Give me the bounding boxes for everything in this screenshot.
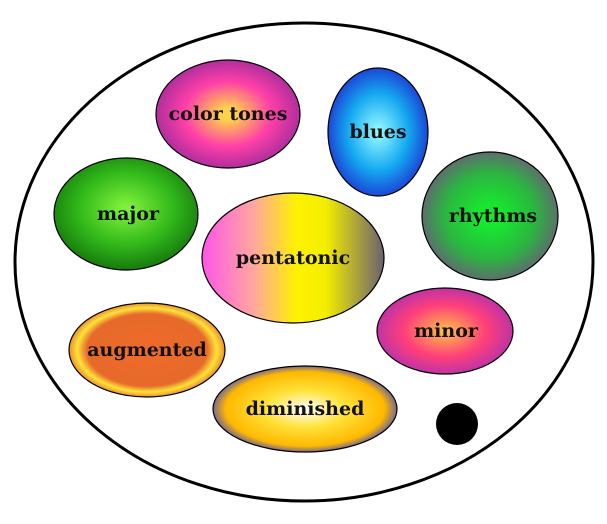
blob-blues-shape <box>327 67 429 197</box>
blob-augmented: augmented <box>68 302 226 398</box>
blob-major-shape <box>53 157 199 271</box>
blob-blues-label: blues <box>349 121 406 143</box>
palette-outline <box>13 21 595 503</box>
blob-color-tones-label: color tones <box>169 103 288 125</box>
blob-color-tones: color tones <box>155 59 301 169</box>
blob-diminished: diminished <box>212 365 398 453</box>
thumb-hole <box>436 403 478 445</box>
blob-pentatonic-label: pentatonic <box>236 247 350 269</box>
blob-blues: blues <box>327 67 429 197</box>
blob-minor-label: minor <box>414 320 479 342</box>
blob-pentatonic: pentatonic <box>201 192 385 324</box>
blob-diminished-shape <box>212 365 398 453</box>
blob-major: major <box>53 157 199 271</box>
blob-rhythms-shape <box>421 151 559 281</box>
blob-pentatonic-shape <box>201 192 385 324</box>
blob-rhythms-label: rhythms <box>449 205 537 227</box>
blob-color-tones-shape <box>155 59 301 169</box>
blob-augmented-shape <box>68 302 226 398</box>
blob-major-label: major <box>97 203 160 225</box>
blob-augmented-label: augmented <box>87 339 207 361</box>
blob-rhythms: rhythms <box>421 151 559 281</box>
blob-diminished-label: diminished <box>246 398 365 420</box>
blob-minor-shape <box>376 287 514 375</box>
blob-minor: minor <box>376 287 514 375</box>
